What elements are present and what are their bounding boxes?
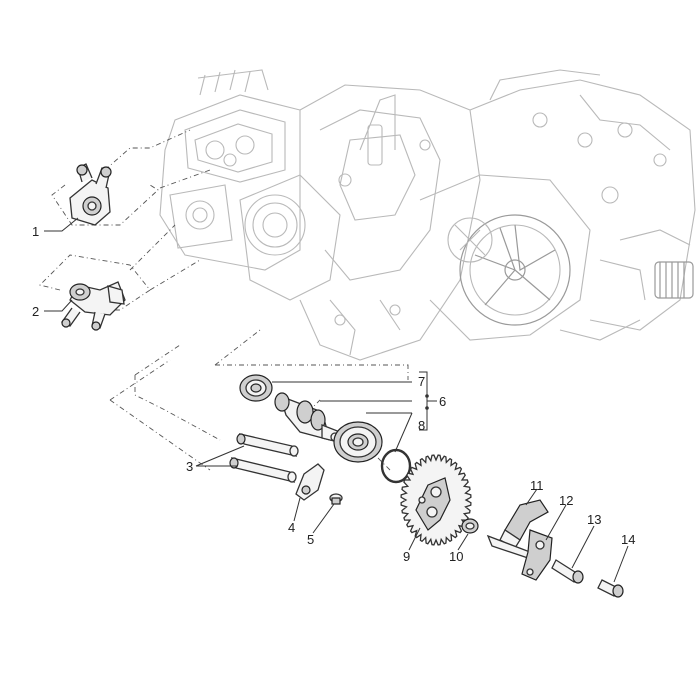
part-6-camshaft xyxy=(274,392,341,443)
callout-labels: 1 2 3 4 5 6 7 8 9 10 11 12 13 14 xyxy=(32,224,635,564)
part-2-rocker-arm-assembly xyxy=(61,281,126,331)
part-4-retaining-plate xyxy=(295,463,325,501)
callout-12: 12 xyxy=(559,493,573,508)
part-3-rocker-shafts xyxy=(229,433,299,483)
callout-7: 7 xyxy=(418,374,425,389)
callout-10: 10 xyxy=(449,549,463,564)
part-10-spring xyxy=(461,518,479,534)
callout-5: 5 xyxy=(307,532,314,547)
callout-13: 13 xyxy=(587,512,601,527)
callout-11: 11 xyxy=(530,478,544,493)
part-7-ball-bearing xyxy=(239,374,273,402)
part-5-screw xyxy=(329,493,343,505)
callout-2: 2 xyxy=(32,304,39,319)
part-12-decompressor-lever xyxy=(486,529,553,581)
callout-6: 6 xyxy=(439,394,446,409)
part-9-camshaft-sprocket xyxy=(400,454,472,546)
callout-3: 3 xyxy=(186,459,193,474)
leader-lines xyxy=(44,217,629,583)
callout-9: 9 xyxy=(403,549,410,564)
part-8-ball-bearing-large xyxy=(333,421,383,463)
callout-6-bracket-bullets xyxy=(425,394,429,410)
engine-assembly-outline xyxy=(159,69,696,361)
part-13-bolt xyxy=(551,559,584,584)
callout-8: 8 xyxy=(418,418,425,433)
circlip xyxy=(380,448,412,484)
part-14-bolt xyxy=(597,579,624,598)
part-1-rocker-arm-assembly xyxy=(69,163,112,226)
callout-4: 4 xyxy=(288,520,295,535)
callout-14: 14 xyxy=(621,532,635,547)
callout-1: 1 xyxy=(32,224,39,239)
